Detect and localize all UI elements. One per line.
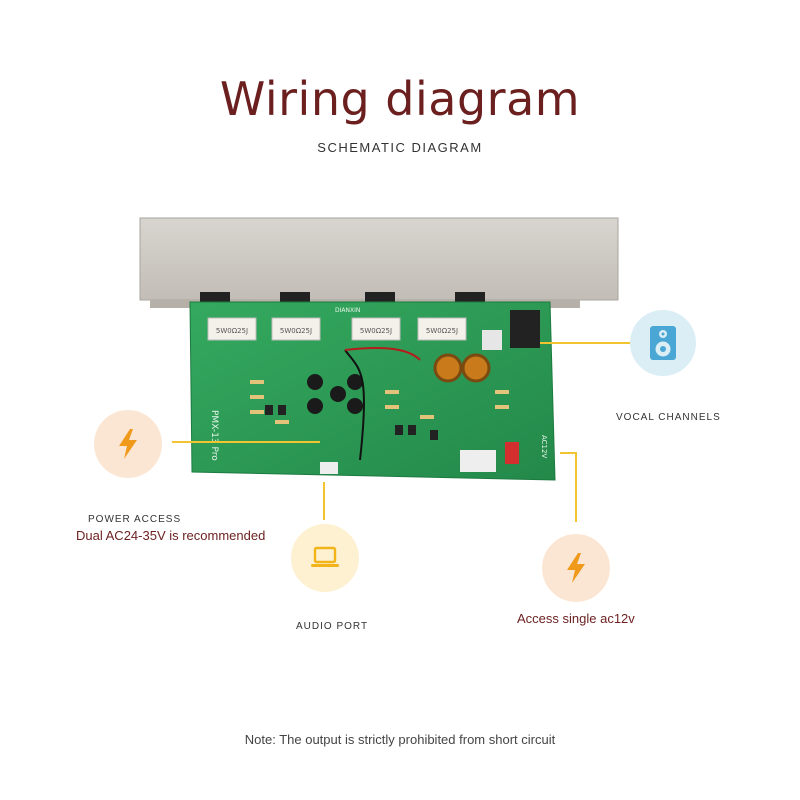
- relay: [510, 310, 540, 348]
- resistor-label: 5W0Ω25J: [216, 327, 248, 335]
- amplifier-board: 5W0Ω25J 5W0Ω25J 5W0Ω25J 5W0Ω25J DIANXIN …: [130, 210, 630, 500]
- audio-port-badge: [291, 524, 359, 592]
- resistor-label: 5W0Ω25J: [360, 327, 392, 335]
- speaker-icon: [650, 326, 676, 360]
- terminal-block: [460, 450, 496, 472]
- board-side-label: AC12V: [540, 435, 548, 458]
- single-ac-badge: [542, 534, 610, 602]
- lightning-icon: [119, 429, 137, 459]
- footer-note: Note: The output is strictly prohibited …: [244, 732, 556, 747]
- vocal-channels-label: VOCAL CHANNELS: [616, 412, 721, 423]
- page-title: Wiring diagram: [219, 72, 581, 126]
- power-resistor: [351, 317, 401, 341]
- power-access-label: POWER ACCESS: [88, 514, 182, 525]
- input-connector: [482, 330, 502, 350]
- power-access-detail: Dual AC24-35V is recommended: [76, 528, 266, 543]
- connector-line-audio: [323, 482, 325, 520]
- board-model-label: PMX-13 Pro: [209, 410, 219, 461]
- capacitor: [307, 374, 323, 390]
- single-ac-detail: Access single ac12v: [517, 611, 635, 626]
- lightning-icon: [567, 553, 585, 583]
- fuse: [505, 442, 519, 464]
- wire: [344, 347, 421, 361]
- connector-line-vocal: [540, 342, 632, 344]
- page-subtitle: SCHEMATIC DIAGRAM: [317, 140, 483, 155]
- resistor-label: 5W0Ω25J: [280, 327, 312, 335]
- power-resistor: [271, 317, 321, 341]
- capacitor: [347, 398, 363, 414]
- laptop-icon: [311, 546, 339, 567]
- resistor-label: 5W0Ω25J: [426, 327, 458, 335]
- power-resistor: [417, 317, 467, 341]
- inductor: [433, 353, 463, 383]
- wire: [344, 349, 365, 461]
- capacitor: [347, 374, 363, 390]
- heatsink: [139, 217, 619, 301]
- capacitor: [330, 386, 346, 402]
- power-resistor: [207, 317, 257, 341]
- connector-line-single-h: [560, 452, 576, 454]
- capacitor: [307, 398, 323, 414]
- vocal-channels-badge: [630, 310, 696, 376]
- board-top-label: DIANXIN: [335, 307, 360, 314]
- audio-port-label: AUDIO PORT: [296, 621, 369, 632]
- connector-line-single-v: [575, 452, 577, 522]
- audio-connector: [320, 462, 338, 474]
- connector-line-power: [172, 441, 320, 443]
- transistor-array: [265, 405, 438, 440]
- inductor: [461, 353, 491, 383]
- power-access-badge: [94, 410, 162, 478]
- amplifier-board-illustration: 5W0Ω25J 5W0Ω25J 5W0Ω25J 5W0Ω25J DIANXIN …: [139, 217, 619, 481]
- small-components: [250, 380, 509, 424]
- pcb: [189, 301, 556, 481]
